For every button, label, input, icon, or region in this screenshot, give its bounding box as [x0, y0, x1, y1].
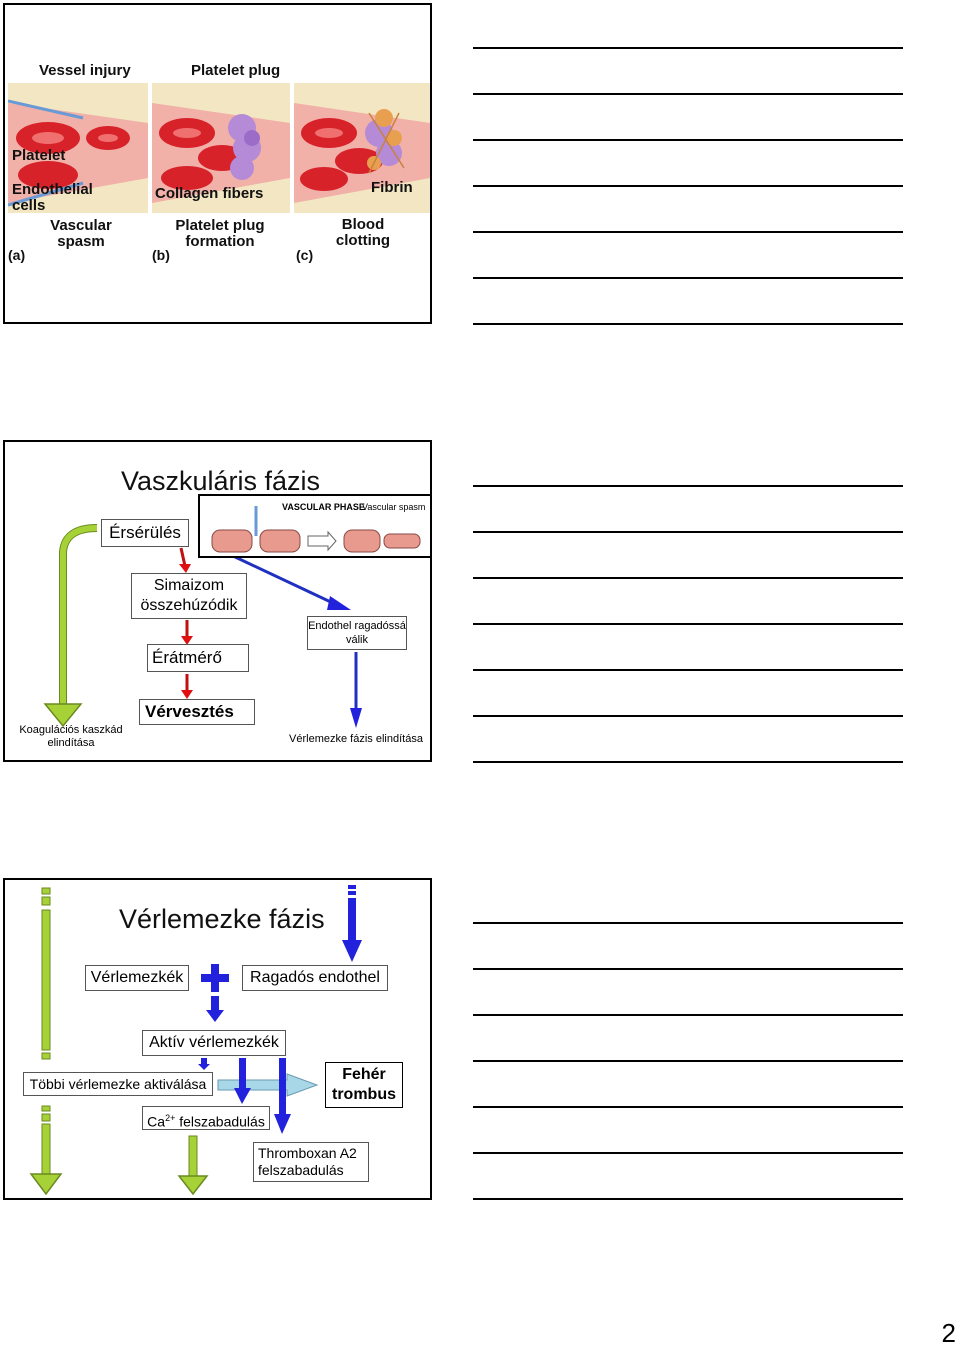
ca-superscript: 2+	[165, 1113, 176, 1123]
slide-3-title: Vérlemezke fázis	[119, 904, 325, 934]
label-platelet-plug: Platelet plug	[191, 62, 281, 79]
slide-2-title: Vaszkuláris fázis	[121, 466, 321, 496]
note-line	[473, 577, 903, 579]
note-line	[473, 922, 903, 924]
note-line	[473, 531, 903, 533]
image-label-vascular-spasm: Vascular spasm	[362, 502, 426, 512]
label-panel-c: (c)	[296, 247, 314, 263]
note-line	[473, 669, 903, 671]
panel-b-illustration	[152, 83, 290, 213]
panel-c-illustration	[294, 83, 430, 213]
note-line	[473, 623, 903, 625]
platelet-plug-illustration	[152, 83, 290, 213]
label-fibrin: Fibrin	[371, 179, 413, 196]
slide-3-arrows	[29, 885, 362, 1196]
label-platelet-plug-formation: Platelet plug formation	[175, 217, 265, 250]
eratmero-text: Érátmérő	[152, 648, 222, 667]
label-panel-a: (a)	[8, 247, 26, 263]
label-panel-b: (b)	[152, 247, 170, 263]
image-label-vascular-phase: VASCULAR PHASE	[282, 502, 365, 512]
page-number: 2	[941, 1318, 956, 1348]
note-line	[473, 1198, 903, 1200]
vessel-diagram	[211, 506, 421, 553]
box-aktiv-verlemezkek: Aktív vérlemezkék	[142, 1030, 286, 1056]
vascular-phase-image: VASCULAR PHASE Vascular spasm	[198, 494, 432, 558]
note-line	[473, 231, 903, 233]
text-koagulacios: Koagulációs kaszkád elindítása	[19, 724, 123, 749]
label-platelet: Platelet	[12, 147, 66, 164]
label-vascular-spasm: Vascular spasm	[50, 217, 112, 250]
label-vessel-injury: Vessel injury	[39, 62, 131, 79]
vervesztes-text: Vérvesztés	[145, 702, 234, 721]
label-collagen-fibers: Collagen fibers	[155, 185, 264, 202]
box-eratmero: Érátmérő	[147, 644, 249, 672]
panel-a-illustration	[8, 83, 148, 213]
label-blood-clotting: Blood clotting	[335, 216, 391, 249]
box-feher-trombus: Fehér trombus	[325, 1062, 403, 1108]
note-line	[473, 485, 903, 487]
slide-1: Vessel injury Platelet plug Platelet End…	[3, 3, 432, 324]
box-ragados-endothel: Ragadós endothel	[242, 965, 388, 991]
note-line	[473, 139, 903, 141]
box-thromboxan: Thromboxan A2 felszabadulás	[253, 1142, 369, 1182]
box-verlemezkek: Vérlemezkék	[85, 965, 189, 991]
text-verlemezke-fazis: Vérlemezke fázis elindítása	[289, 733, 423, 745]
vessel-injury-illustration	[8, 83, 148, 213]
note-line	[473, 715, 903, 717]
ca-prefix: Ca	[147, 1113, 166, 1130]
label-endothelial-cells: Endothelial cells	[12, 181, 93, 214]
slide-2: Vaszkuláris fázis VASCULAR PHASE Vascula…	[3, 440, 432, 762]
note-line	[473, 1106, 903, 1108]
note-line	[473, 761, 903, 763]
note-line	[473, 47, 903, 49]
blood-clotting-illustration	[294, 83, 430, 213]
ca-suffix: felszabadulás	[175, 1113, 265, 1130]
note-line	[473, 968, 903, 970]
note-line	[473, 277, 903, 279]
box-ersereles: Érsérülés	[101, 519, 189, 547]
box-endothel: Endothel ragadóssá válik	[307, 616, 407, 650]
box-simaizom: Simaizom összehúzódik	[131, 573, 247, 619]
note-line	[473, 1152, 903, 1154]
box-vervesztes: Vérvesztés	[139, 699, 255, 725]
box-ca-felszabadulas: Ca2+ felszabadulás	[142, 1106, 270, 1130]
note-line	[473, 185, 903, 187]
box-tobbi-verlemezke: Többi vérlemezke aktiválása	[23, 1072, 213, 1096]
note-line	[473, 323, 903, 325]
note-line	[473, 1014, 903, 1016]
note-line	[473, 93, 903, 95]
slide-3: Vérlemezke fázis Vérlemezkék Ragadós end…	[3, 878, 432, 1200]
note-line	[473, 1060, 903, 1062]
